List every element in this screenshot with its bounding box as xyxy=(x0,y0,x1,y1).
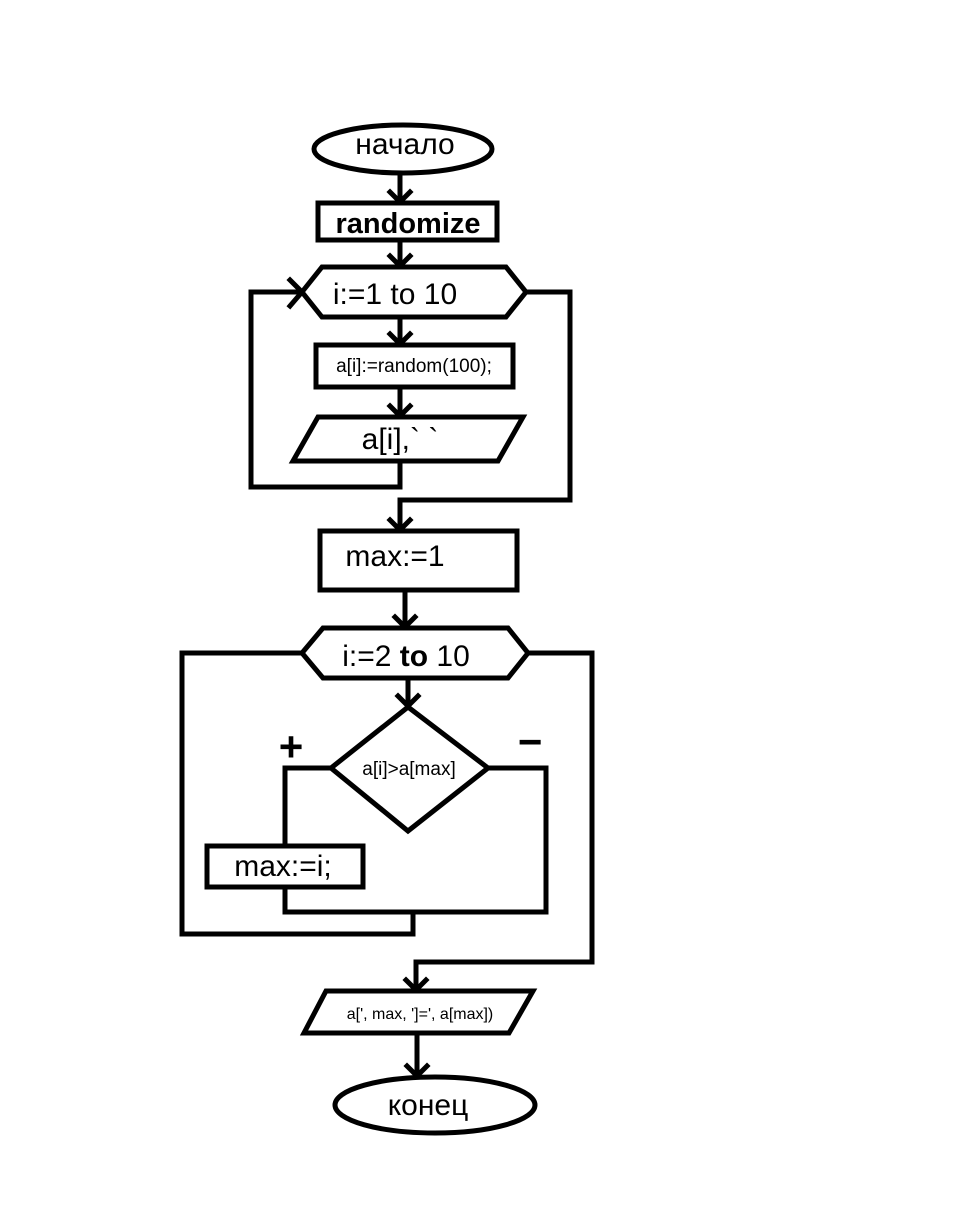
loop2-suffix: 10 xyxy=(428,640,470,673)
max-init-process: max:=1 xyxy=(317,528,520,593)
loop2-keyword: to xyxy=(400,640,428,673)
max-assign-process: max:=i; xyxy=(204,843,366,890)
assign-random-label: a[i]:=random(100); xyxy=(336,356,492,377)
output1-label: a[i],` ` xyxy=(362,423,439,456)
loop2-header: i:=2 to 10 xyxy=(298,625,532,681)
output2-io: a[', max, ']=', a[max]) xyxy=(299,988,538,1036)
loop2-label: i:=2 to 10 xyxy=(342,640,470,673)
loop2-prefix: i:=2 xyxy=(342,640,400,673)
max-assign-label: max:=i; xyxy=(234,850,332,883)
output2-label: a[', max, ']=', a[max]) xyxy=(347,1006,494,1023)
end-terminal: конец xyxy=(332,1074,538,1136)
loop1-label: i:=1 to 10 xyxy=(333,278,457,311)
end-label: конец xyxy=(388,1089,469,1122)
start-label: начало xyxy=(355,128,454,161)
output1-io: a[i],` ` xyxy=(288,414,528,464)
condition-decision: a[i]>a[max] xyxy=(327,703,493,835)
condition-label: a[i]>a[max] xyxy=(362,759,455,780)
randomize-process: randomize xyxy=(315,200,500,243)
loop1-header: i:=1 to 10 xyxy=(298,264,530,320)
start-terminal: начало xyxy=(311,122,495,176)
branch-yes-label: + xyxy=(279,723,304,770)
randomize-label: randomize xyxy=(335,208,480,240)
branch-no-label: − xyxy=(518,718,543,765)
max-init-label: max:=1 xyxy=(345,540,444,573)
assign-random-process: a[i]:=random(100); xyxy=(313,342,516,390)
